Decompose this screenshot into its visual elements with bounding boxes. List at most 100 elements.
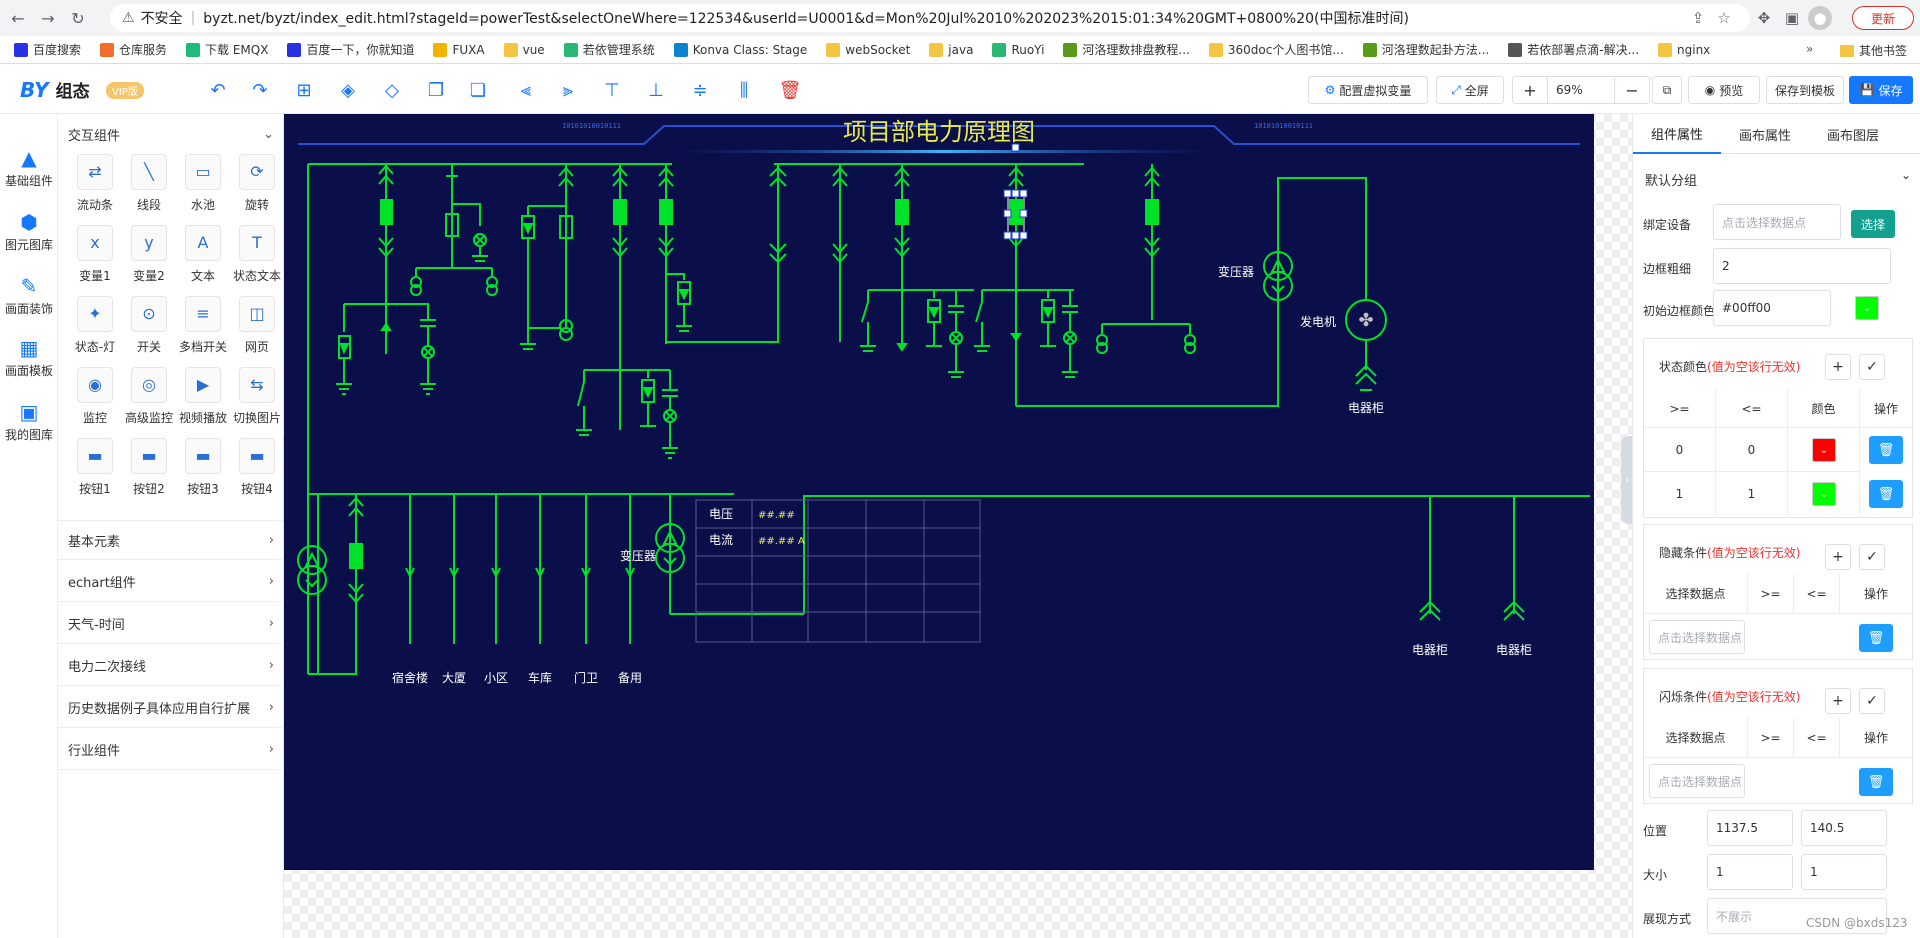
reload-icon[interactable]: ↻ [71,8,85,28]
rail-template[interactable]: ▦画面模板 [4,336,53,378]
bookmark-item[interactable]: 仓库服务 [100,41,167,58]
bookmark-item[interactable]: vue [503,42,545,57]
bookmark-item[interactable]: 下载 EMQX [186,41,268,58]
component-item[interactable]: ◎高级监控 [124,367,174,426]
position-y-input[interactable]: 140.5 [1801,810,1887,846]
bookmark-item[interactable]: FUXA [433,42,485,57]
save-template-button[interactable]: 保存到模板 [1766,76,1844,104]
component-item[interactable]: ▬按钮2 [124,438,174,497]
ungroup-icon[interactable]: ❏ [469,79,487,101]
component-item[interactable]: ≡多档开关 [178,296,228,355]
row0-delete-button[interactable]: 🗑 [1869,436,1903,464]
star-icon[interactable]: ☆ [1717,9,1731,27]
row1-ge[interactable]: 1 [1644,472,1716,516]
component-item[interactable]: ╲线段 [124,154,174,213]
component-item[interactable]: ◉监控 [70,367,120,426]
row1-le[interactable]: 1 [1716,472,1788,516]
component-item[interactable]: ▬按钮1 [70,438,120,497]
blink-delete-button[interactable]: 🗑 [1859,768,1893,796]
row0-color-swatch[interactable]: ⌄ [1812,438,1836,462]
border-color-input[interactable]: #00ff00 [1713,290,1831,326]
zoom-in-icon[interactable]: + [1523,80,1537,100]
add-state-button[interactable]: + [1825,354,1851,380]
component-item[interactable]: ✦状态-灯 [70,296,120,355]
back-icon[interactable]: ← [11,8,25,28]
section-industry[interactable]: 行业组件› [58,730,284,770]
border-width-input[interactable]: 2 [1713,248,1891,284]
size-h-input[interactable]: 1 [1801,854,1887,890]
blink-point-input[interactable]: 点击选择数据点 [1649,764,1745,798]
selection-handles[interactable] [1003,143,1028,240]
border-color-swatch[interactable]: ⌄ [1855,296,1879,320]
row1-delete-button[interactable]: 🗑 [1869,480,1903,508]
row0-le[interactable]: 0 [1716,428,1788,472]
bookmark-item[interactable]: nginx [1658,42,1710,57]
bookmark-item[interactable]: 百度一下，你就知道 [287,41,414,58]
bookmark-item[interactable]: 若依部署点滴-解决... [1508,41,1639,58]
rail-basic[interactable]: ▲基础组件 [4,146,53,188]
virtual-var-button[interactable]: ⚙配置虚拟变量 [1308,76,1428,104]
group-title[interactable]: 默认分组 [1645,174,1698,189]
bookmark-item[interactable]: 360doc个人图书馆... [1208,41,1344,58]
component-item[interactable]: ◫网页 [232,296,282,355]
hide-delete-button[interactable]: 🗑 [1859,624,1893,652]
update-button[interactable]: 更新 [1852,6,1914,30]
row1-color-swatch[interactable]: ⌄ [1812,482,1836,506]
send-back-icon[interactable]: ◇ [385,79,399,101]
forward-icon[interactable]: → [41,8,55,28]
rail-mylib[interactable]: ▣我的图库 [4,400,53,442]
section-power[interactable]: 电力二次接线› [58,646,284,686]
position-x-input[interactable]: 1137.5 [1707,810,1793,846]
bookmark-item[interactable]: Konva Class: Stage [673,42,807,57]
bookmark-item[interactable]: webSocket [826,42,910,57]
bookmark-item[interactable]: 河洛理数排盘教程... [1063,41,1190,58]
component-item[interactable]: ▬按钮3 [178,438,228,497]
undo-icon[interactable]: ↶ [210,79,226,101]
zoom-out-icon[interactable]: − [1625,80,1639,100]
fit-screen-button[interactable]: ⧉ [1652,76,1682,104]
bookmark-item[interactable]: 若依管理系统 [563,41,655,58]
bookmarks-more-icon[interactable]: » [1806,42,1814,56]
add-blink-button[interactable]: + [1825,688,1851,714]
confirm-hide-button[interactable]: ✓ [1859,544,1885,570]
preview-button[interactable]: ◉预览 [1688,76,1760,104]
extensions-icon[interactable]: ✥ [1757,9,1771,27]
tab-component-props[interactable]: 组件属性 [1633,114,1721,154]
component-item[interactable]: ⇄流动条 [70,154,120,213]
add-hide-button[interactable]: + [1825,544,1851,570]
section-history[interactable]: 历史数据例子具体应用自行扩展› [58,688,284,728]
stage[interactable]: 10101010010111 10101010010111 项目部电力原理图 [284,114,1594,870]
share-icon[interactable]: ⇪ [1691,9,1705,27]
bookmark-other[interactable]: 其他书签 [1840,42,1907,59]
sidepanel-icon[interactable]: ▣ [1784,9,1800,27]
bookmark-item[interactable]: 河洛理数起卦方法... [1362,41,1489,58]
align-right-icon[interactable]: ⫸ [562,79,574,101]
address-bar[interactable]: ⚠ 不安全 | byzt.net/byzt/index_edit.html?st… [110,4,1750,32]
component-item[interactable]: ▬按钮4 [232,438,282,497]
component-item[interactable]: ⟳旋转 [232,154,282,213]
display-mode-select[interactable]: 不展示 [1707,898,1887,934]
align-top-icon[interactable]: ⊤ [604,79,620,101]
redo-icon[interactable]: ↷ [252,79,268,101]
size-w-input[interactable]: 1 [1707,854,1793,890]
save-button[interactable]: 💾保存 [1849,76,1913,104]
chevron-down-icon[interactable]: ⌄ [1901,168,1912,182]
bind-device-input[interactable]: 点击选择数据点 [1713,204,1841,240]
bookmark-item[interactable]: 百度搜索 [14,41,81,58]
choose-button[interactable]: 选择 [1851,210,1895,238]
bring-front-icon[interactable]: ◈ [341,79,355,101]
delete-icon[interactable]: 🗑 [778,79,802,101]
section-interactive[interactable]: 交互组件⌄ [68,126,274,144]
section-echart[interactable]: echart组件› [58,562,284,602]
tab-canvas-props[interactable]: 画布属性 [1738,128,1791,144]
distribute-icon[interactable]: ⫼ [739,79,749,101]
tab-canvas-layers[interactable]: 画布图层 [1826,128,1879,144]
add-box-icon[interactable]: ⊞ [296,79,312,101]
section-weather[interactable]: 天气-时间› [58,604,284,644]
fullscreen-button[interactable]: ⤢全屏 [1436,76,1504,104]
rail-decoration[interactable]: ✎画面装饰 [4,274,53,316]
section-basic[interactable]: 基本元素› [58,520,284,560]
